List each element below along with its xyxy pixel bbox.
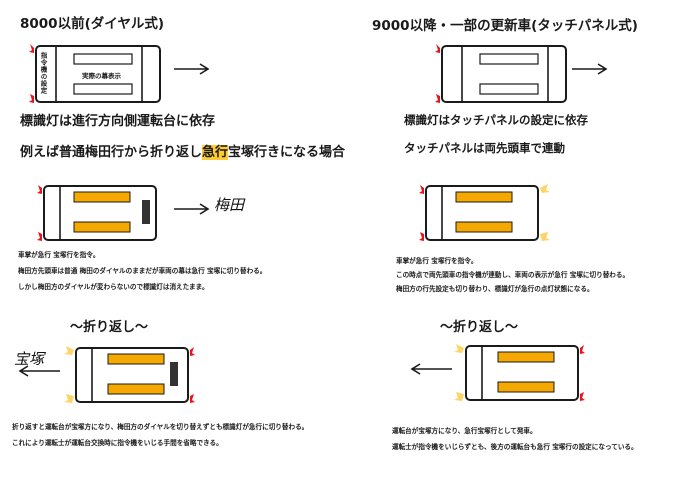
command-device-setting-label: 指令機の設定: [39, 52, 47, 94]
umeda-handwritten: 梅田: [214, 196, 245, 214]
middle-left-note-2: 梅田方先頭車は普通 梅田のダイヤルのままだが車両の幕は急行 宝塚に切り替わる。: [18, 267, 267, 275]
car-diagram-middle-right: [419, 184, 550, 241]
turnback-title-right: ～折り返し～: [440, 320, 519, 335]
direction-arrow-right-2: [572, 63, 608, 75]
bottom-right-note-1: 運転台が宝塚方になり、急行宝塚行として発車。: [392, 427, 537, 435]
dial-line-1: 標識灯は進行方向側運転台に依存: [20, 114, 216, 129]
middle-right-note-1: 車掌が急行 宝塚行を指令。: [396, 257, 478, 265]
express-highlight: 急行: [202, 145, 229, 160]
car-diagram-bottom-right: [454, 344, 585, 401]
actual-destination-display-label: 実際の幕表示: [82, 72, 121, 80]
bottom-left-note-2: これにより運転士が運転台交換時に指令機をいじる手間を省略できる。: [12, 439, 223, 447]
direction-arrow-right-3: [174, 203, 210, 215]
car-diagram-middle-left: [37, 185, 157, 241]
car-diagram-dial: [29, 44, 161, 103]
car-diagram-touch: [435, 44, 567, 103]
middle-left-note-1: 車掌が急行 宝塚行を指令。: [18, 251, 100, 259]
bottom-left-note-1: 折り返すと運転台が宝塚方になり、梅田方のダイヤルを切り替えずとも標識灯が急行に切…: [12, 423, 309, 431]
dial-line-2: 例えば普通梅田行から折り返し急行宝塚行きになる場合: [20, 145, 346, 160]
touch-line-1: 標識灯はタッチパネルの設定に依存: [404, 113, 588, 127]
bottom-right-note-2: 運転士が指令機をいじらずとも、後方の運転台も急行 宝塚行の設定になっている。: [392, 443, 638, 451]
takarazuka-handwritten: 宝塚: [14, 350, 45, 368]
dial-type-title: 8000以前(ダイヤル式): [20, 16, 165, 32]
middle-right-note-2: この時点で両先頭車の指令機が連動し、車両の表示が急行 宝塚に切り替わる。: [396, 271, 630, 279]
middle-right-note-3: 梅田方の行先設定も切り替わり、標識灯が急行の点灯状態になる。: [396, 285, 594, 293]
turnback-title-left: ～折り返し～: [70, 320, 149, 335]
middle-left-note-3: しかし梅田方のダイヤルが変わらないので標識灯は消えたまま。: [18, 283, 209, 291]
direction-arrow-left-2: [410, 363, 452, 375]
touch-panel-title: 9000以降・一部の更新車(タッチパネル式): [372, 18, 638, 34]
direction-arrow-left-1: [18, 365, 60, 377]
touch-line-2: タッチパネルは両先頭車で連動: [404, 141, 565, 155]
car-diagram-bottom-left: [64, 346, 195, 403]
direction-arrow-right-1: [174, 63, 210, 75]
